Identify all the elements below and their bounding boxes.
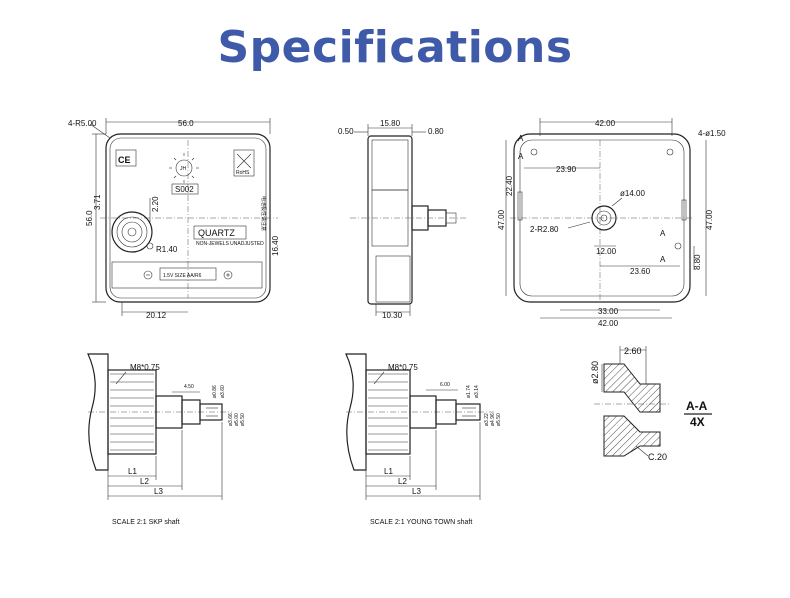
side-dim-050: 0.50 [338, 127, 354, 136]
yt-thread: M8*0.75 [388, 363, 418, 372]
side-body [367, 135, 413, 305]
side-dim-080: 0.80 [428, 127, 444, 136]
back-dim-r280: 2-R2.80 [530, 225, 559, 234]
back-dim-2240: 22.40 [505, 175, 514, 196]
front-width-label: 56.0 [178, 119, 194, 128]
skp-l2: L2 [140, 477, 149, 486]
back-dim-1200: 12.00 [596, 247, 617, 256]
skp-thread: M8*0.75 [130, 363, 160, 372]
aa-dim-c20: C.20 [648, 452, 667, 462]
yt-dia-3: ø3.22 [484, 413, 490, 426]
front-dim-220: 2.20 [151, 196, 160, 212]
skp-l1: L1 [128, 467, 137, 476]
front-dim-371: 3.71 [93, 194, 102, 210]
aa-dim-260: 2.60 [624, 346, 642, 356]
back-dim-3300: 33.00 [598, 307, 619, 316]
yt-l3: L3 [412, 487, 421, 496]
front-view: 56.0 4-R5.00 56.0 3.71 CE JH S002 [68, 118, 280, 320]
logo-text: JH [180, 166, 187, 172]
yt-dia-5: ø5.50 [496, 413, 502, 426]
section-aa-drawing: 2.60 ø2.80 C.20 A-A 4X [590, 346, 712, 462]
section-label-top: A-A [686, 399, 708, 413]
skp-l3: L3 [154, 487, 163, 496]
front-height-label: 56.0 [85, 210, 94, 226]
side-dim-1030: 10.30 [382, 311, 403, 320]
model-code: S002 [175, 185, 194, 194]
back-view: 42.00 4-ø1.50 A A 23.90 ø14.00 2-R2.80 1… [497, 118, 726, 328]
rohs-text: RoHS [236, 170, 250, 176]
section-label-bottom: 4X [690, 415, 705, 429]
thread-lines [110, 373, 154, 451]
aa-dim-280: ø2.80 [590, 361, 600, 384]
skp-dia-5: ø5.50 [240, 413, 246, 426]
side-note: 电池极性请注意 [260, 196, 267, 231]
yt-dia-4: ø4.96 [490, 413, 496, 426]
section-marker-2: A [518, 152, 524, 161]
back-dim-4700-left: 47.00 [497, 209, 506, 230]
side-dim-1580: 15.80 [380, 119, 401, 128]
yt-dia-1: ø1.74 [466, 385, 472, 398]
page-title: Specifications [217, 22, 573, 73]
skp-dia-1: ø0.86 [212, 385, 218, 398]
young-town-shaft-drawing: M8*0.75 6.00 ø1.74 ø3.14 ø3.22 ø4.96 ø5.… [345, 353, 502, 526]
section-marker-4: A [660, 255, 666, 264]
back-dim-4200-top: 42.00 [595, 119, 616, 128]
yt-dim-600: 6.00 [440, 382, 450, 388]
yt-l1: L1 [384, 467, 393, 476]
back-dim-2390: 23.90 [556, 165, 577, 174]
sun-logo-icon [169, 153, 199, 183]
skp-dia-4: ø5.00 [234, 413, 240, 426]
back-dim-1400: ø14.00 [620, 189, 645, 198]
skp-dia-3: ø3.66 [228, 413, 234, 426]
back-dim-hole: 4-ø1.50 [698, 129, 726, 138]
thread-lines-yt [368, 373, 408, 451]
yt-l2: L2 [398, 477, 407, 486]
front-dim-1640: 16.40 [271, 235, 280, 256]
yt-caption: SCALE 2:1 YOUNG TOWN shaft [370, 519, 472, 526]
skp-dim-450: 4.50 [184, 384, 194, 390]
front-dim-r140: R1.40 [156, 245, 178, 254]
front-radius-label: 4-R5.00 [68, 119, 97, 128]
back-dim-880: 8.80 [693, 254, 702, 270]
weee-bin-icon [233, 149, 255, 177]
side-view: 15.80 0.50 0.80 10.30 [338, 119, 466, 320]
skp-caption: SCALE 2:1 SKP shaft [112, 519, 180, 526]
yt-dia-2: ø3.14 [474, 385, 480, 398]
back-dim-2360: 23.60 [630, 267, 651, 276]
center-bushing [591, 205, 617, 231]
gear-icon [111, 211, 153, 253]
back-dim-4200-bottom: 42.00 [598, 319, 619, 328]
battery-text: 1.5V SIZE AA/R6 [163, 273, 202, 279]
skp-dia-2: ø3.60 [220, 385, 226, 398]
ce-mark: CE [118, 155, 131, 165]
brand-text: QUARTZ [198, 228, 235, 238]
section-marker-1: A [518, 134, 524, 143]
section-marker-3: A [660, 229, 666, 238]
skp-shaft-drawing: M8*0.75 4.50 ø0.86 ø3.60 ø3.66 ø5.00 ø5.… [87, 353, 246, 526]
sub-text: NON-JEWELS UNADJUSTED [196, 241, 264, 247]
front-dim-2012: 20.12 [146, 311, 167, 320]
back-dim-4700-right: 47.00 [705, 209, 714, 230]
